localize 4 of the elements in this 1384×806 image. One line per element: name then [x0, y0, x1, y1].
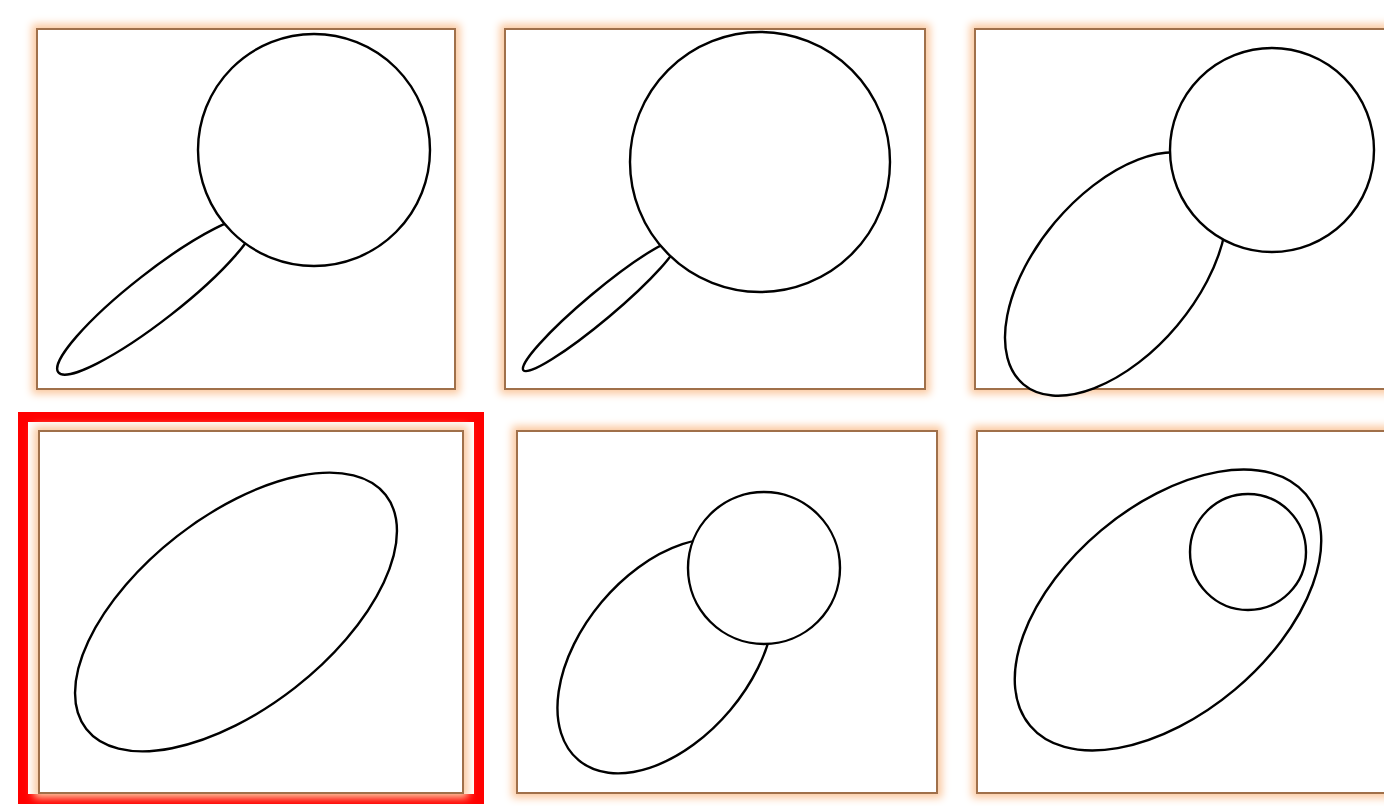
- drawing-panel: [976, 430, 1384, 794]
- drawing-panel: [38, 430, 464, 794]
- drawing-panel: [504, 28, 926, 390]
- drawing-panel: [516, 430, 938, 794]
